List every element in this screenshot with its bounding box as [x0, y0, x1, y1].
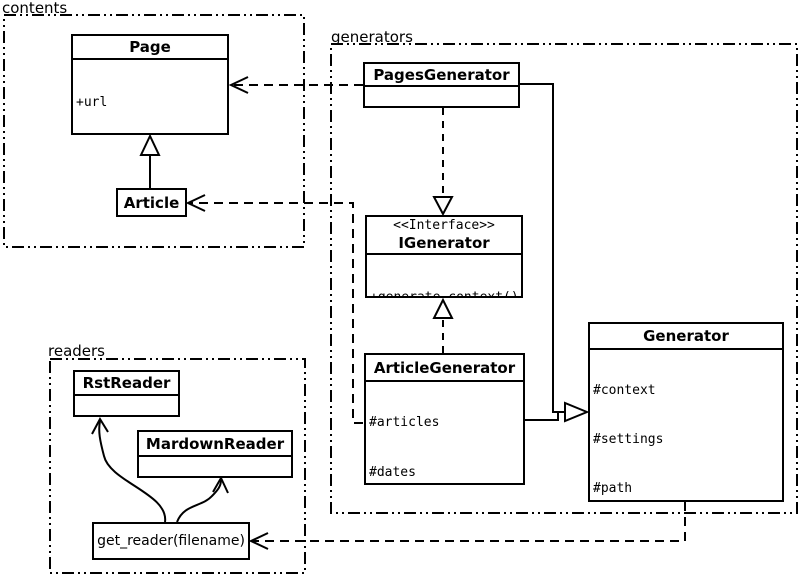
class-pagesgenerator-title: PagesGenerator [373, 65, 510, 84]
class-article-title: Article [123, 193, 180, 212]
get-reader-function-label: get_reader(filename) [97, 533, 245, 549]
getreader-to-mardownreader-arrow-line [176, 479, 222, 523]
attribute: #context [593, 382, 656, 398]
class-igenerator-methods: +generate_context() +generate_output() [367, 253, 521, 298]
class-mardownreader: MardownReader +read() [137, 430, 293, 478]
articlegenerator-to-igenerator-realization-arrowhead [432, 297, 454, 319]
class-generator-attributes: #context #settings #path #theme #output_… [590, 348, 782, 500]
attribute: +url [76, 95, 108, 110]
article-to-page-generalization-arrowhead [139, 133, 161, 156]
class-page-title: Page [129, 38, 171, 56]
attribute: #articles [369, 415, 440, 430]
generator-to-getreader-dependency-arrowhead [248, 532, 269, 550]
articlegenerator-to-article-dependency-line [190, 202, 363, 424]
generators-package-label: generators [331, 28, 413, 46]
pagesgenerator-to-igenerator-realization-arrowhead [432, 196, 454, 217]
class-pagesgenerator-attributes: #pages [365, 85, 518, 106]
class-page: Page +url +slug +summary +check_properti… [71, 34, 229, 135]
articlegenerator-to-article-dependency-arrowhead [185, 194, 206, 212]
getreader-to-rstreader-arrow-line [98, 420, 167, 523]
contents-package-label: contents [2, 0, 68, 17]
class-articlegenerator-attributes: #articles #dates #tags #categories [366, 380, 523, 483]
class-mardownreader-methods: +read() [139, 455, 291, 476]
class-mardownreader-title: MardownReader [145, 434, 285, 453]
readers-package-border [49, 358, 306, 574]
class-rstreader-title: RstReader [82, 374, 171, 392]
get-reader-function-box: get_reader(filename) [92, 522, 250, 560]
class-generator: Generator #context #settings #path #them… [588, 322, 784, 502]
generator-generalization-arrowhead [564, 401, 590, 423]
method: +generate_context() [370, 290, 519, 298]
class-article: Article [116, 188, 187, 217]
class-igenerator-stereotype: <<Interface>> [393, 218, 495, 233]
generator-to-getreader-dependency-line [253, 502, 686, 542]
attribute: #settings [593, 432, 664, 448]
contents-package-border [3, 14, 305, 248]
class-articlegenerator: ArticleGenerator #articles #dates #tags … [364, 353, 525, 485]
articlegenerator-to-generator-generalization-line [525, 412, 559, 421]
getreader-to-rstreader-arrowhead [91, 416, 109, 435]
generators-package-border [330, 43, 798, 514]
getreader-to-mardownreader-arrowhead [212, 475, 229, 494]
class-articlegenerator-title: ArticleGenerator [373, 358, 516, 377]
class-generator-title: Generator [643, 327, 729, 345]
pagesgenerator-to-page-dependency-arrowhead [228, 76, 249, 94]
class-igenerator: <<Interface>> IGenerator +generate_conte… [365, 215, 523, 298]
pagesgenerator-to-generator-generalization-line [520, 83, 565, 413]
class-rstreader-methods: +read() [75, 394, 178, 415]
class-pagesgenerator: PagesGenerator #pages [363, 62, 520, 108]
class-rstreader: RstReader +read() [73, 370, 180, 417]
class-igenerator-header: <<Interface>> IGenerator [367, 217, 521, 253]
attribute: #path [593, 481, 633, 497]
class-igenerator-title: IGenerator [398, 234, 490, 252]
readers-package-label: readers [48, 342, 105, 360]
attribute: #dates [369, 464, 416, 480]
class-page-attributes: +url +slug +summary [73, 58, 227, 133]
